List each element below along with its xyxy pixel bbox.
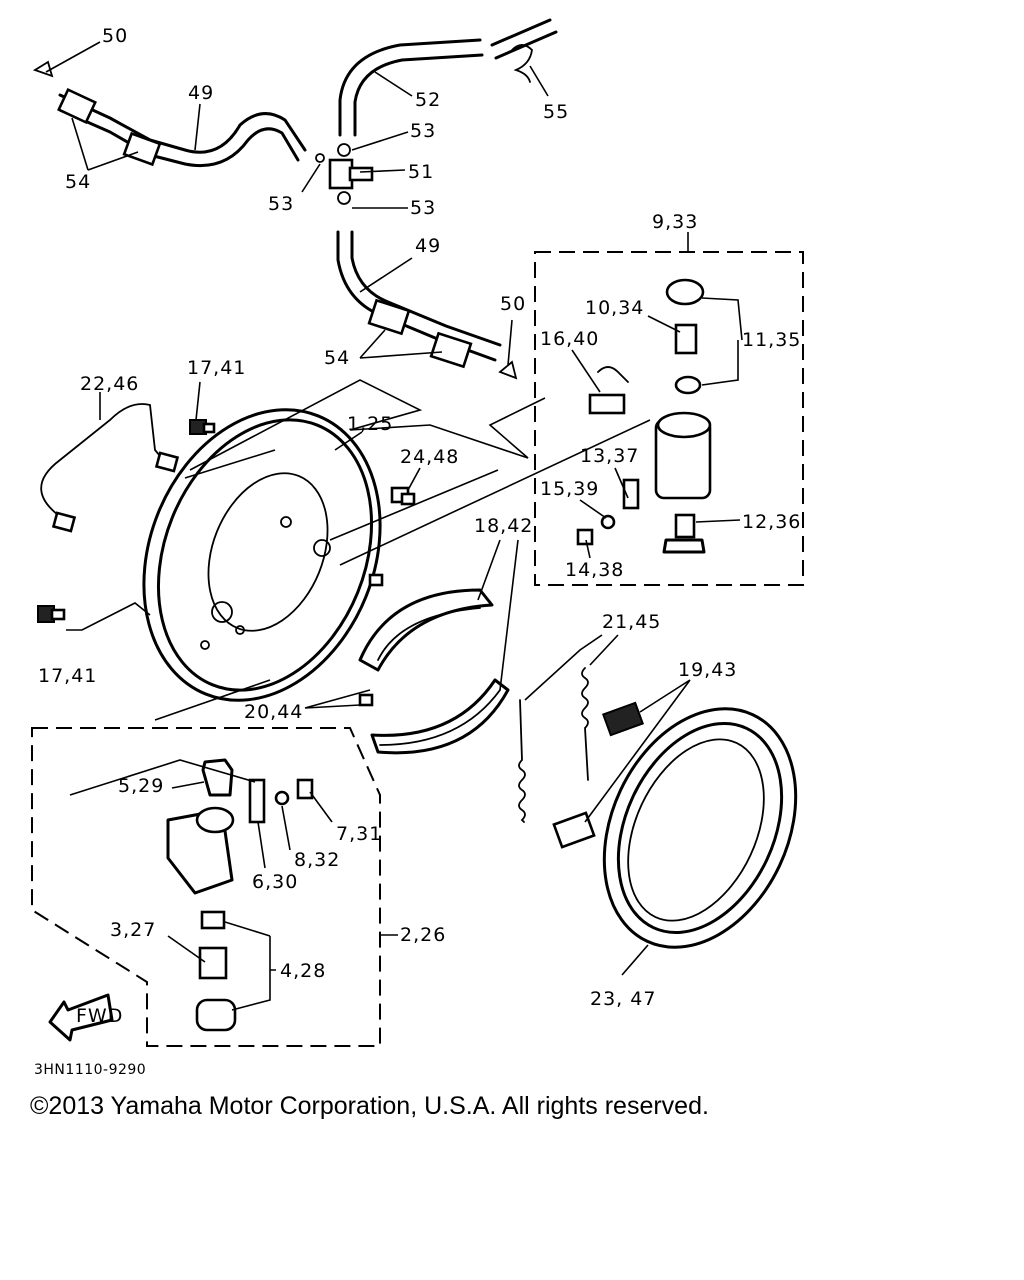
- copyright-notice: ©2013 Yamaha Motor Corporation, U.S.A. A…: [30, 1092, 709, 1120]
- brake-shoe-lower: [358, 678, 510, 755]
- callout-4-28: 4,28: [280, 960, 326, 982]
- callout-50-lower: 50: [500, 293, 526, 315]
- callout-53-c: 53: [410, 197, 436, 219]
- callout-1-25: 1,25: [347, 413, 393, 435]
- clip-19-43-upper: [601, 701, 645, 737]
- clip-19-43-lower: [552, 811, 596, 849]
- callout-24-48: 24,48: [400, 446, 459, 468]
- callout-7-31: 7,31: [336, 823, 382, 845]
- brake-shoe-upper: [358, 573, 494, 672]
- callout-55: 55: [543, 101, 569, 123]
- callout-23-47: 23, 47: [590, 988, 656, 1010]
- leader-lines: [45, 41, 743, 1011]
- callout-10-34: 10,34: [585, 297, 644, 319]
- hose-49-upper: [32, 60, 307, 168]
- callout-49-top: 49: [188, 82, 214, 104]
- brake-exploded-diagram: FWD: [31, 18, 804, 1047]
- callout-18-42: 18,42: [474, 515, 533, 537]
- tee-joint-51: [315, 143, 374, 205]
- callout-15-39: 15,39: [540, 478, 599, 500]
- callout-13-37: 13,37: [580, 445, 639, 467]
- callout-17-41-left: 17,41: [38, 665, 97, 687]
- hose-52: [338, 18, 558, 137]
- callout-12-36: 12,36: [742, 511, 801, 533]
- callout-54-lower: 54: [324, 347, 350, 369]
- callout-20-44: 20,44: [244, 701, 303, 723]
- callout-11-35: 11,35: [742, 329, 801, 351]
- callout-14-38: 14,38: [565, 559, 624, 581]
- kit-box-2-26: [31, 727, 381, 1047]
- kit-box-9-33: [534, 251, 804, 586]
- brake-backing-plate: [142, 408, 382, 702]
- callout-9-33: 9,33: [652, 211, 698, 233]
- callout-52: 52: [415, 89, 441, 111]
- callout-50-top: 50: [102, 25, 128, 47]
- fwd-arrow-icon: FWD: [48, 993, 123, 1042]
- wheel-cylinder-upper: [576, 278, 712, 554]
- return-spring-right: [581, 667, 589, 781]
- wheel-cylinder-lower: [166, 758, 314, 1032]
- callout-16-40: 16,40: [540, 328, 599, 350]
- bolt-24-48: [390, 486, 416, 506]
- diagram-code: 3HN1110-9290: [34, 1062, 147, 1078]
- callout-22-46: 22,46: [80, 373, 139, 395]
- bolt-17-41-left: [37, 605, 66, 623]
- callout-19-43: 19,43: [678, 659, 737, 681]
- callout-17-41-top: 17,41: [187, 357, 246, 379]
- callout-5-29: 5,29: [118, 775, 164, 797]
- brake-wire-22-46: [40, 403, 180, 533]
- callout-6-30: 6,30: [252, 871, 298, 893]
- callout-8-32: 8,32: [294, 849, 340, 871]
- callout-49-lower: 49: [415, 235, 441, 257]
- fwd-label: FWD: [76, 1005, 123, 1027]
- callout-labels: 50 49 52 55 53 51 54 53 53 9,33 49 50 10…: [38, 25, 801, 1010]
- callout-53-b: 53: [268, 193, 294, 215]
- callout-53-a: 53: [410, 120, 436, 142]
- bolt-17-41-top: [189, 419, 216, 435]
- callout-51: 51: [408, 161, 434, 183]
- return-spring-left: [518, 699, 526, 823]
- brake-drum: [602, 707, 798, 949]
- callout-2-26: 2,26: [400, 924, 446, 946]
- callout-54-top: 54: [65, 171, 91, 193]
- callout-21-45: 21,45: [602, 611, 661, 633]
- callout-3-27: 3,27: [110, 919, 156, 941]
